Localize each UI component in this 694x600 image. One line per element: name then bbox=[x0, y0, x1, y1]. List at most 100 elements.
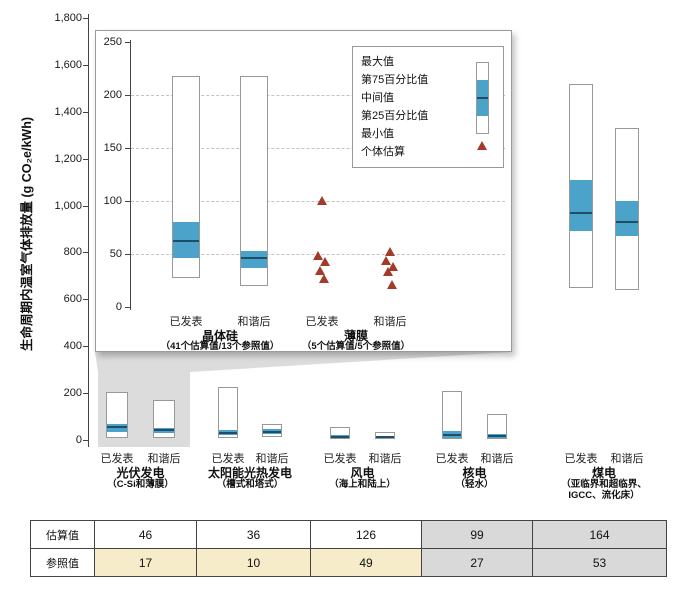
tick-mark bbox=[83, 299, 88, 301]
estimate-triangle bbox=[387, 279, 397, 289]
category-sub: （轻水） bbox=[455, 479, 494, 490]
legend-label-estimate: 个体估算 bbox=[361, 146, 405, 158]
boxplot-range bbox=[487, 414, 507, 440]
tick-mark bbox=[125, 148, 130, 149]
category-name: 光伏发电 bbox=[116, 466, 165, 480]
boxplot-median bbox=[241, 257, 267, 260]
tick-mark bbox=[83, 111, 88, 113]
table-cell: 53 bbox=[532, 548, 667, 577]
estimate-triangle bbox=[383, 267, 393, 277]
y-tick-label: 1,000 bbox=[54, 199, 82, 212]
boxplot-range bbox=[375, 431, 395, 440]
tick-mark bbox=[83, 64, 88, 66]
x-axis-label: 和谐后 bbox=[480, 453, 514, 465]
tick-mark bbox=[83, 158, 88, 160]
y-tick-label: 0 bbox=[75, 434, 82, 446]
legend: 最大值 第75百分比值 中间值 第25百分比值 最小值 个体估算 bbox=[352, 46, 504, 168]
tick-mark bbox=[83, 440, 88, 441]
y-tick-label: 1,400 bbox=[54, 105, 82, 118]
category-name: 煤电 bbox=[591, 466, 617, 480]
table-cell: 126 bbox=[310, 520, 422, 549]
boxplot-median bbox=[376, 436, 394, 439]
median-line-icon bbox=[477, 97, 488, 99]
category-name: 核电 bbox=[462, 466, 487, 480]
legend-label-p75: 第75百分比值 bbox=[361, 74, 429, 86]
table-cell: 49 bbox=[310, 548, 422, 577]
y-tick-label: 200 bbox=[63, 387, 82, 400]
y-tick-label: 800 bbox=[63, 246, 82, 259]
x-axis-label: 已发表 bbox=[323, 453, 357, 465]
boxplot-iqr bbox=[241, 250, 267, 268]
x-axis-label: 和谐后 bbox=[610, 453, 644, 465]
estimate-triangle bbox=[317, 196, 327, 205]
tick-mark bbox=[83, 252, 88, 254]
boxplot-median bbox=[443, 434, 461, 437]
table-cell: 27 bbox=[421, 548, 533, 577]
x-axis-label: 和谐后 bbox=[255, 453, 289, 465]
tick-mark bbox=[125, 95, 130, 96]
tick-mark bbox=[83, 18, 88, 19]
boxplot-median bbox=[488, 435, 506, 438]
inset-y-axis bbox=[130, 40, 131, 310]
tick-mark bbox=[125, 307, 130, 308]
x-axis-label: 已发表 bbox=[100, 453, 134, 465]
inset-y-tick-label: 100 bbox=[103, 195, 122, 207]
inset-category-name: 薄膜 bbox=[343, 329, 369, 343]
category-sub: （槽式和塔式） bbox=[216, 479, 284, 490]
legend-label-p25: 第25百分比值 bbox=[361, 110, 429, 122]
boxplot-range bbox=[442, 390, 462, 440]
inset-y-tick-label: 200 bbox=[103, 89, 122, 101]
tick-mark bbox=[125, 42, 130, 43]
legend-label-median: 中间值 bbox=[361, 92, 394, 104]
table-cell: 99 bbox=[421, 520, 533, 549]
legend-label-max: 最大值 bbox=[361, 56, 394, 68]
y-tick-label: 1,200 bbox=[54, 152, 82, 165]
y-axis-label: 生命周期内温室气体排放量 (g CO₂e/kWh) bbox=[20, 116, 34, 352]
boxplot-median bbox=[331, 435, 349, 438]
boxplot-range bbox=[218, 387, 238, 439]
main-y-axis bbox=[88, 14, 89, 447]
table-cell: 10 bbox=[196, 548, 311, 577]
table-cell: 46 bbox=[94, 520, 197, 549]
table-cell: 36 bbox=[196, 520, 311, 549]
boxplot-median bbox=[616, 220, 638, 223]
inset-y-tick-label: 0 bbox=[115, 301, 122, 313]
y-tick-label: 1,600 bbox=[54, 58, 82, 71]
x-axis-label: 和谐后 bbox=[368, 453, 402, 465]
legend-label-min: 最小值 bbox=[361, 128, 394, 140]
estimates-row: 估算值 46 36 126 99 164 bbox=[30, 520, 667, 549]
category-name: 太阳能光热发电 bbox=[207, 466, 293, 480]
estimate-triangle bbox=[315, 265, 325, 275]
inset-x-axis-label: 和谐后 bbox=[237, 316, 271, 328]
y-tick-label: 400 bbox=[63, 340, 82, 353]
y-tick-label: 600 bbox=[63, 293, 82, 306]
boxplot-iqr bbox=[173, 222, 199, 259]
estimate-triangle bbox=[319, 274, 329, 284]
counts-table: 估算值 46 36 126 99 164 参照值 17 10 49 27 53 bbox=[30, 520, 667, 577]
inset-x-axis-label: 已发表 bbox=[169, 316, 203, 328]
inset-category-sub: （5个估算值/5个参照值） bbox=[301, 341, 411, 352]
inset-y-tick-label: 250 bbox=[103, 36, 122, 48]
boxplot-median bbox=[263, 430, 281, 433]
estimate-triangle bbox=[385, 246, 395, 256]
x-axis-label: 已发表 bbox=[211, 453, 245, 465]
category-sub: （C-Si和薄膜） bbox=[107, 479, 174, 490]
boxplot-range bbox=[240, 75, 268, 286]
boxplot-median bbox=[154, 429, 174, 432]
inset-category-name: 晶体硅 bbox=[201, 329, 239, 343]
estimate-triangle bbox=[381, 256, 391, 266]
boxplot-iqr bbox=[616, 200, 638, 237]
legend-labels: 最大值 第75百分比值 中间值 第25百分比值 最小值 个体估算 bbox=[361, 53, 471, 161]
estimate-triangle bbox=[320, 257, 330, 267]
tick-mark bbox=[83, 346, 88, 348]
inset-gridline bbox=[131, 95, 505, 96]
inset-y-tick-label: 50 bbox=[109, 248, 122, 260]
category-name: 风电 bbox=[350, 466, 375, 480]
y-tick-label: 1,800 bbox=[54, 12, 82, 24]
x-axis-label: 和谐后 bbox=[147, 453, 181, 465]
x-axis-label: 已发表 bbox=[435, 453, 469, 465]
row-label-references: 参照值 bbox=[30, 548, 95, 577]
boxplot-iqr bbox=[570, 179, 592, 232]
